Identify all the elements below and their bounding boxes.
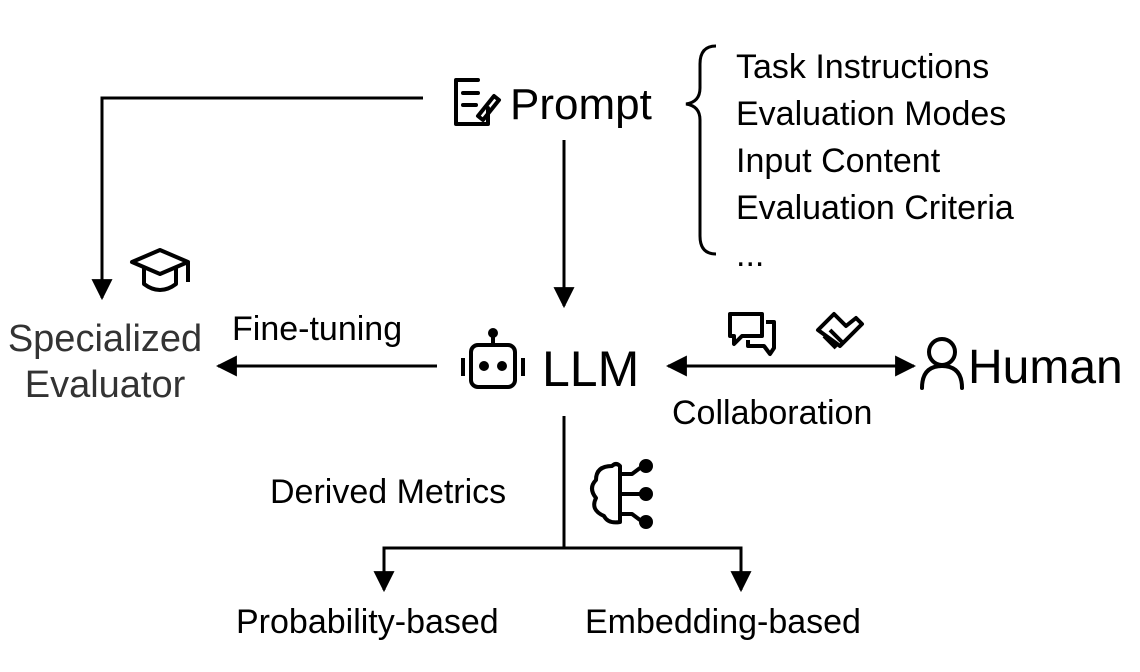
specialized-evaluator-node-label: Specialized Evaluator — [0, 316, 210, 408]
specialized-evaluator-line1: Specialized — [7, 318, 203, 360]
graduation-cap-icon — [130, 248, 190, 292]
derived-metrics-edge-label: Derived Metrics — [270, 473, 507, 511]
prompt-component-item: ... — [736, 236, 765, 274]
brain-network-icon — [590, 459, 653, 529]
collaboration-edge-label: Collaboration — [672, 394, 873, 432]
robot-icon — [461, 328, 525, 389]
prompt-edit-icon — [454, 78, 501, 126]
derived-branch-arrows — [382, 546, 743, 586]
fine-tuning-edge-label: Fine-tuning — [232, 310, 403, 348]
probability-based-node-label: Probability-based — [236, 603, 499, 641]
specialized-evaluator-line2: Evaluator — [24, 364, 186, 406]
prompt-to-evaluator-arrow — [91, 96, 423, 301]
prompt-component-item: Task Instructions — [736, 48, 990, 86]
prompt-component-item: Evaluation Modes — [736, 95, 1007, 133]
handshake-icon — [816, 312, 864, 350]
embedding-based-node-label: Embedding-based — [585, 603, 861, 641]
prompt-node-label: Prompt — [510, 80, 652, 129]
prompt-components-list: Task Instructions Evaluation Modes Input… — [736, 44, 1014, 279]
human-node-label: Human — [968, 341, 1123, 394]
chat-bubbles-icon — [728, 312, 776, 356]
llm-node-label: LLM — [542, 341, 640, 397]
prompt-component-item: Evaluation Criteria — [736, 189, 1014, 227]
prompt-components-brace — [685, 44, 717, 256]
person-icon — [920, 337, 964, 390]
prompt-component-item: Input Content — [736, 142, 941, 180]
